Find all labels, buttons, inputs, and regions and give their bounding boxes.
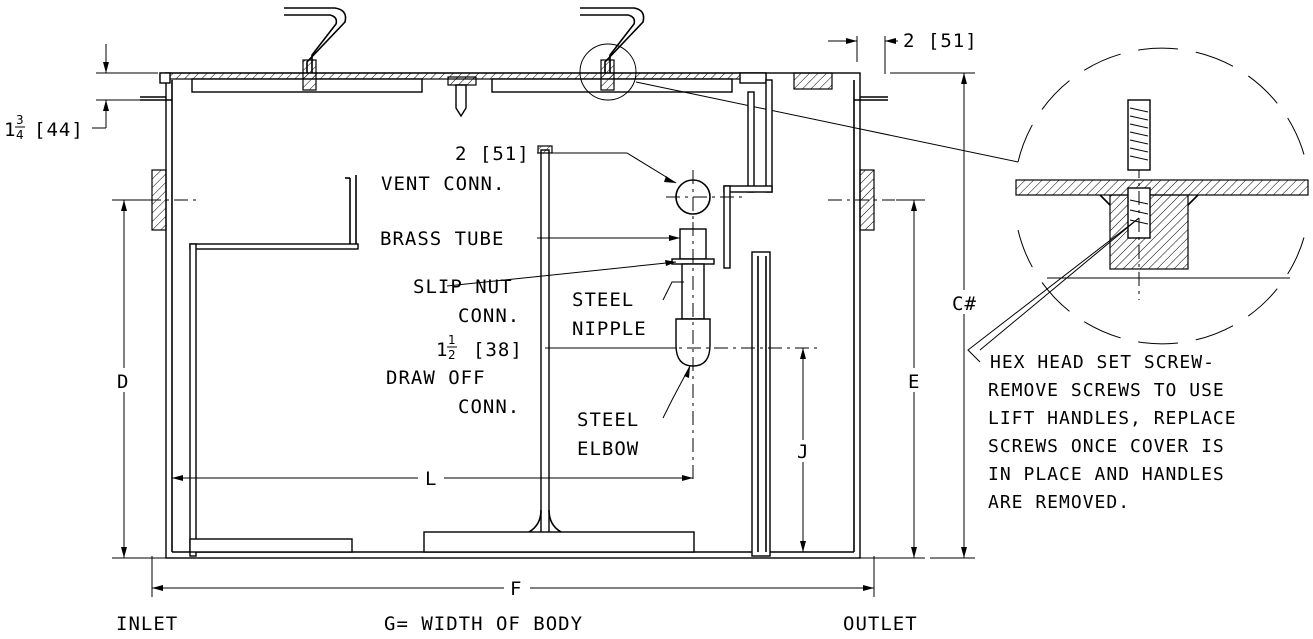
outlet-hub [828, 169, 895, 231]
width-of-body-label: G= WIDTH OF BODY [384, 613, 583, 635]
leaders [446, 152, 1140, 419]
drawoff-label-2: CONN. [458, 396, 520, 418]
steel-nipple-label-1: STEEL [572, 289, 634, 311]
vent-size-label: 2 [51] [455, 143, 530, 165]
lift-handle-left [284, 7, 347, 91]
note-line-4: SCREWS ONCE COVER IS [988, 436, 1225, 457]
brass-tube-label: BRASS TUBE [380, 228, 504, 250]
dim-c-label: C# [952, 293, 977, 315]
screw-detail [979, 47, 1309, 351]
dim-flange-den: 4 [16, 128, 24, 142]
dim-l-label: L [425, 468, 437, 490]
note-line-3: LIFT HANDLES, REPLACE [988, 408, 1237, 429]
lift-handle-right [579, 7, 1019, 163]
dimension-lines [92, 36, 975, 597]
draw-off-assembly [660, 222, 820, 480]
steel-elbow-label-2: ELBOW [577, 438, 639, 460]
dim-flange-num: 3 [16, 113, 24, 127]
slip-nut-label-2: CONN. [458, 305, 520, 327]
steel-elbow-label-1: STEEL [577, 409, 639, 431]
steel-nipple-label-2: NIPPLE [572, 318, 647, 340]
drawoff-metric: [38] [473, 339, 523, 361]
drawoff-whole: 1 [436, 339, 448, 361]
vent-name-label: VENT CONN. [381, 173, 505, 195]
note-line-5: IN PLACE AND HANDLES [988, 464, 1225, 485]
slip-nut-label-1: SLIP NUT [413, 276, 513, 298]
dim-flange-metric: [44] [34, 119, 84, 141]
outlet-label: OUTLET [843, 613, 918, 635]
drawoff-den: 2 [448, 348, 456, 362]
dim-flange-whole: 1 [4, 119, 16, 141]
dim-j-label: J [797, 441, 809, 463]
note-line-6: ARE REMOVED. [988, 492, 1130, 513]
drawoff-label-1: DRAW OFF [386, 367, 486, 389]
inlet-baffle [189, 175, 359, 557]
note-line-2: REMOVE SCREWS TO USE [988, 380, 1225, 401]
tank-body [140, 72, 888, 559]
dim-f-label: F [510, 578, 522, 600]
inlet-label: INLET [116, 613, 178, 635]
vent-connection [666, 170, 742, 222]
dim-e-label: E [908, 371, 920, 393]
dim-d-label: D [117, 371, 129, 393]
dim-top-right-label: 2 [51] [903, 30, 978, 52]
note-line-1: HEX HEAD SET SCREW- [990, 352, 1215, 373]
drawoff-num: 1 [448, 333, 456, 347]
outlet-chamber [723, 79, 773, 557]
labels: 2 [51] 1 3 4 [44] 2 [51] VENT CONN. BRAS… [4, 30, 1237, 635]
